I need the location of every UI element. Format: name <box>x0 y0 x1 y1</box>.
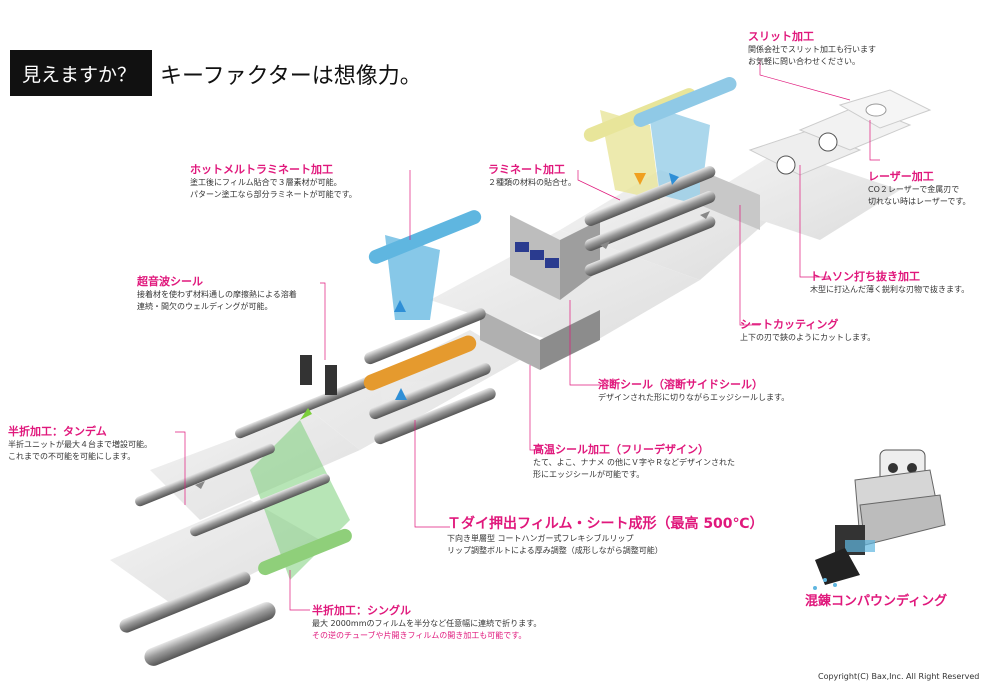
compounding-machine <box>813 449 946 590</box>
label-tandem: 半折加工：タンデム 半折ユニットが最大４台まで増設可能。 これまでの不可能を可能… <box>8 425 152 461</box>
label-hotmelt: ホットメルトラミネート加工 塗工後にフィルム貼合で３層素材が可能。 パターン塗工… <box>190 163 357 199</box>
arrow-icon <box>634 173 646 185</box>
label-laser: レーザー加工 CO２レーザーで金属刃で 切れない時はレーザーです。 <box>868 170 971 206</box>
label-single: 半折加工：シングル 最大 2000mmのフィルムを半分など任意幅に連続で折ります… <box>312 604 542 640</box>
ultrasonic-horn <box>325 365 337 395</box>
copyright: Copyright(C) Bax,Inc. All Right Reserved <box>818 672 980 681</box>
smiley-icon <box>776 155 796 175</box>
label-fusion: 溶断シール（溶断サイドシール） デザインされた形に切りながらエッジシールします。 <box>598 378 790 402</box>
label-thomson: トムソン打ち抜き加工 木型に打込んだ薄く鋭利な刃物で抜きます。 <box>810 270 970 294</box>
label-ultrasonic: 超音波シール 接着材を使わず材料通しの摩擦熱による溶着 連続・間欠のウェルディン… <box>137 275 297 311</box>
arrow-icon <box>300 408 312 420</box>
label-tdie: Ｔダイ押出フィルム・シート成形（最高 500℃） 下向き単層型 コートハンガー式… <box>447 516 764 555</box>
label-slit: スリット加工 関係会社でスリット加工も行います お気軽に問い合わせください。 <box>748 30 876 66</box>
header-badge: 見えますか？ <box>10 50 152 96</box>
smiley-icon <box>818 132 838 152</box>
blue-film-hotmelt <box>385 235 440 320</box>
label-laminate: ラミネート加工 ２種類の材料の貼合せ。 <box>488 163 576 187</box>
sheet-cutter <box>700 170 760 230</box>
ultrasonic-horn <box>300 355 312 385</box>
arrow-icon <box>195 481 205 489</box>
leader-lines <box>175 60 880 611</box>
laser-hole <box>865 103 887 117</box>
label-sheet-cut: シートカッティング 上下の刃で鋏のようにカットします。 <box>740 318 876 342</box>
arrow-icon <box>700 211 710 219</box>
arrow-icon <box>600 241 610 249</box>
arrow-icon <box>394 300 406 312</box>
arrow-icon <box>395 388 407 400</box>
label-compounding: 混錬コンパウンディング <box>805 594 948 609</box>
label-heatseal: 高温シール加工（フリーデザイン） たて、よこ、ナナメ の他にＶ字やＲなどデザイン… <box>533 443 735 479</box>
rollers <box>119 77 737 666</box>
header-tagline: キーファクターは想像力。 <box>160 64 422 89</box>
arrow-icon <box>669 173 679 185</box>
